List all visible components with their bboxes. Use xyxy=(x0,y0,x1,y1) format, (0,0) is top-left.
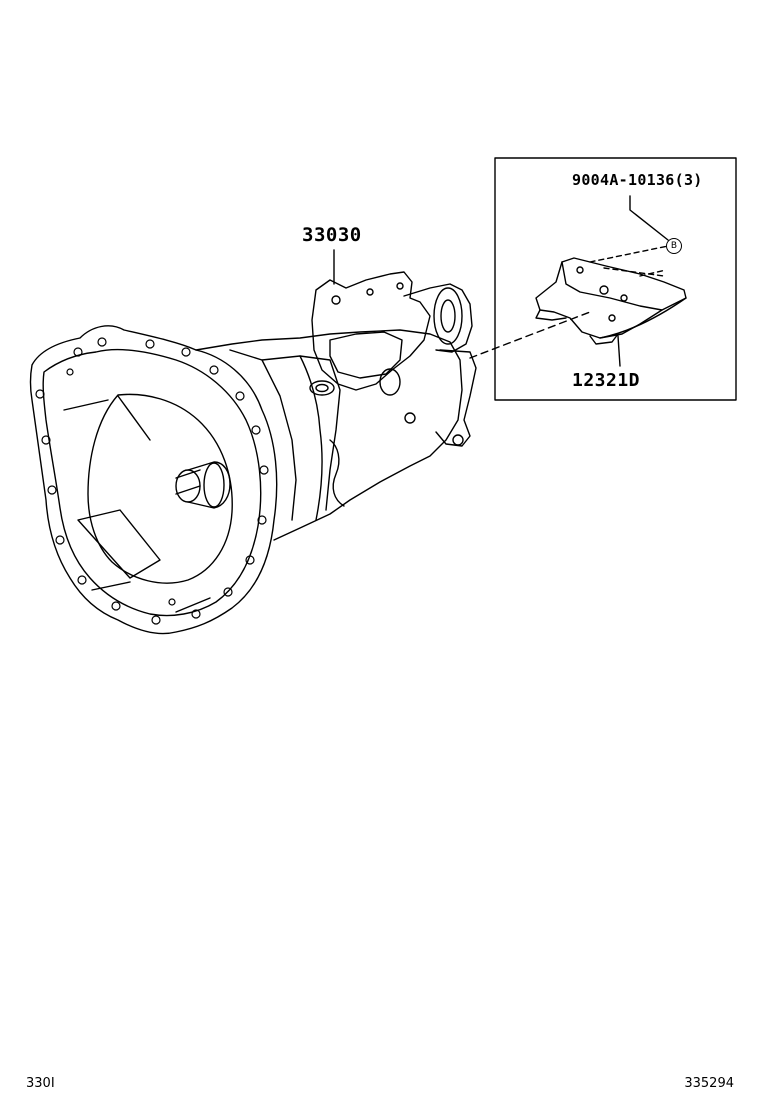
footer-illustration-number: 335294 xyxy=(684,1076,734,1091)
main-case xyxy=(195,329,463,541)
bracket-hole-1 xyxy=(576,266,584,274)
part-number-bolt[interactable]: 9004A-10136(3) xyxy=(572,171,703,189)
bracket-flange xyxy=(561,261,663,311)
bellhousing-bore xyxy=(87,393,233,584)
bellhousing-strut-lower xyxy=(77,509,161,579)
shift-cover-plate xyxy=(329,331,403,379)
rear-mount-bracket[interactable] xyxy=(535,245,687,345)
transmission-assembly[interactable] xyxy=(29,271,477,635)
bracket-bolt-dash-2 xyxy=(603,267,665,277)
shift-cover-bolt-3 xyxy=(396,282,404,290)
bracket-body xyxy=(535,257,687,339)
shift-cover-bolt-2 xyxy=(366,288,374,296)
bellhousing-strut-line-1 xyxy=(63,399,109,411)
speedo-boss xyxy=(379,368,401,396)
bellhousing-strut-line-4 xyxy=(175,597,211,613)
footer-section-code: 330I xyxy=(26,1076,55,1091)
rear-extension-seal xyxy=(433,287,463,345)
bolt-leader-line xyxy=(629,195,669,241)
bracket-leader-line xyxy=(617,335,621,367)
bellhousing-strut-line-3 xyxy=(91,581,131,591)
rear-mount-bolt xyxy=(452,434,464,446)
main-case-rib-2 xyxy=(229,349,297,521)
bellhousing-inner-flange xyxy=(42,348,262,617)
bracket-hole-3 xyxy=(620,294,628,302)
rear-extension xyxy=(403,283,473,353)
shift-tower-boss xyxy=(309,380,335,396)
bracket-bolt-dash-3 xyxy=(639,269,667,277)
bracket-hole-4 xyxy=(608,314,616,322)
drain-plug xyxy=(404,412,416,424)
bracket-shield-curve xyxy=(599,297,687,339)
bellhousing-outline xyxy=(29,325,278,635)
bellhousing-strut-line-2 xyxy=(117,395,151,441)
shift-cover xyxy=(311,271,431,391)
rear-mount-pad xyxy=(435,349,477,447)
bracket-foot-left xyxy=(535,309,567,321)
rear-extension-seal-inner xyxy=(440,299,456,333)
detail-inset-frame xyxy=(494,157,737,401)
bracket-bolt-dash-1 xyxy=(589,245,669,263)
flange-bolt-holes xyxy=(35,337,269,625)
part-number-bracket[interactable]: 12321D xyxy=(572,370,641,391)
shift-cover-bolt-1 xyxy=(331,295,341,305)
shift-tower-boss-inner xyxy=(315,383,329,393)
input-shaft xyxy=(175,461,231,509)
bracket-foot-right xyxy=(589,333,619,345)
main-case-rib-3 xyxy=(299,355,323,521)
part-number-transmission[interactable]: 33030 xyxy=(302,224,362,246)
mount-dashed-leader xyxy=(469,311,591,359)
bracket-hole-2 xyxy=(599,285,609,295)
main-case-flange-right xyxy=(329,439,345,507)
main-case-rib-1 xyxy=(261,355,341,511)
reference-marker-b: B xyxy=(666,238,682,254)
